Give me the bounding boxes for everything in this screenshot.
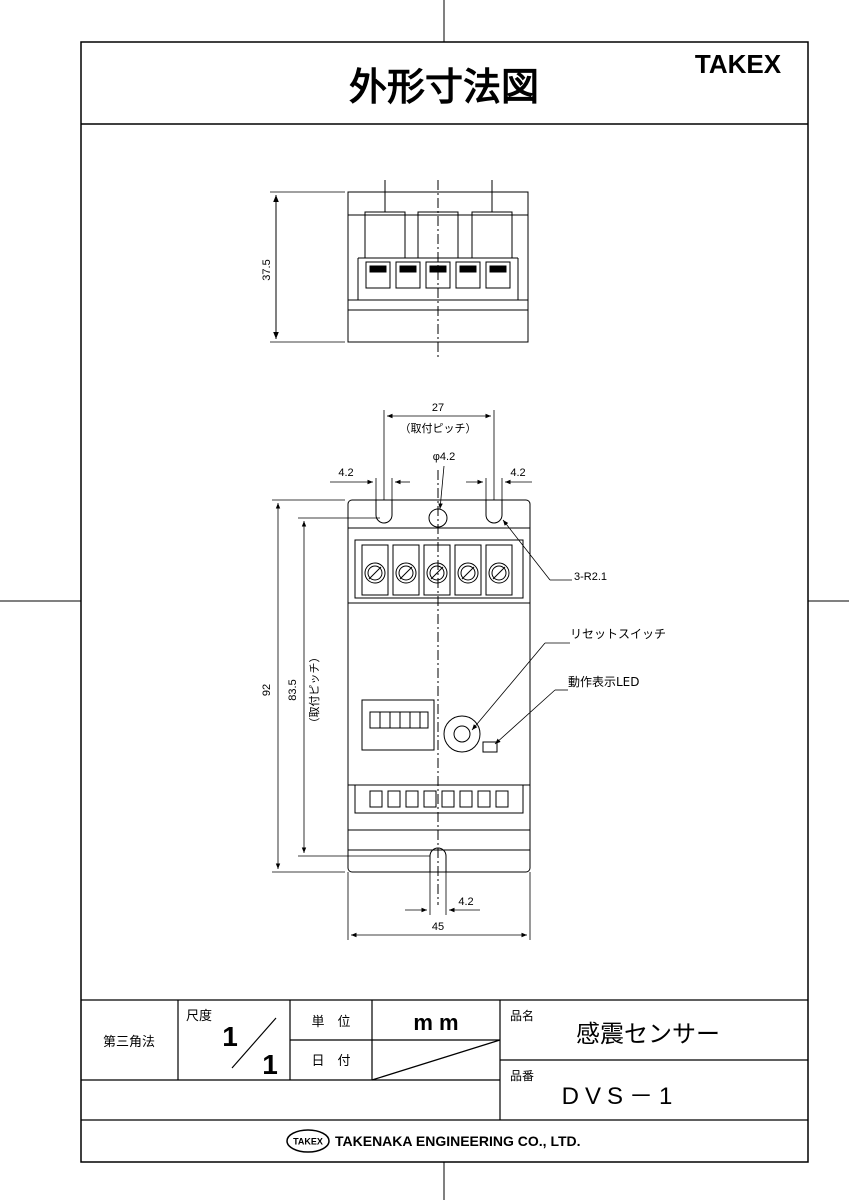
product-name: 感震センサー (576, 1020, 720, 1048)
sheet-border (80, 41, 809, 1163)
scale-numerator: 1 (222, 1021, 238, 1052)
dim-slot-left: 4.2 (338, 467, 353, 479)
dim-corner-radius: 3-R2.1 (574, 571, 607, 583)
dim-slot-bottom: 4.2 (458, 896, 473, 908)
dim-slot-right: 4.2 (510, 467, 525, 479)
front-view (347, 470, 531, 905)
product-number: DVS－1 (562, 1083, 679, 1110)
dim-pitch-height-note: （取付ピッチ） (308, 652, 321, 729)
title-block (81, 999, 808, 1121)
callout-reset-switch: リセットスイッチ (570, 627, 666, 641)
dim-pitch-width: 27 (432, 402, 444, 414)
callout-status-led: 動作表示LED (568, 675, 640, 689)
scale-denominator: 1 (262, 1049, 278, 1080)
dim-pitch-width-note: （取付ピッチ） (400, 422, 477, 435)
top-view (270, 180, 529, 360)
product-name-label: 品名 (510, 1008, 534, 1023)
projection-method: 第三角法 (103, 1035, 155, 1050)
page-title: 外形寸法図 (349, 65, 539, 109)
dim-height-side: 37.5 (261, 259, 273, 280)
company-name: TAKENAKA ENGINEERING CO., LTD. (335, 1133, 581, 1149)
svg-text:TAKEX: TAKEX (293, 1137, 323, 1147)
brand-logo: TAKEX (695, 49, 782, 79)
company-logo: TAKEX (286, 1129, 330, 1153)
scale-label: 尺度 (186, 1008, 212, 1024)
product-number-label: 品番 (510, 1069, 534, 1083)
dim-total-height: 92 (261, 684, 273, 696)
front-dimensions (272, 410, 572, 940)
unit-label: 単 位 (311, 1014, 350, 1030)
dim-pitch-height: 83.5 (287, 679, 299, 700)
dim-total-width: 45 (432, 921, 444, 933)
dim-hole-diameter: φ4.2 (433, 451, 455, 463)
date-label: 日 付 (311, 1054, 350, 1069)
unit-value: m m (413, 1010, 458, 1035)
